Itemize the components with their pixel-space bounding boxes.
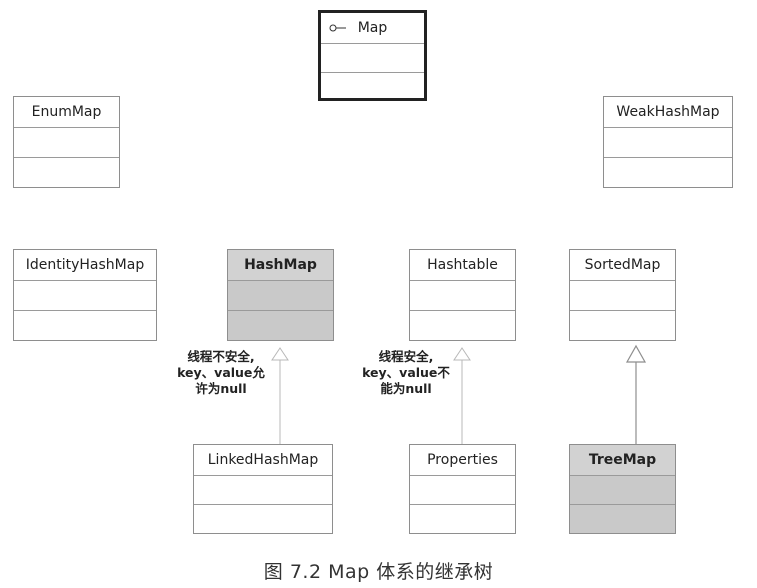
class-methods-weakhashmap [604,158,732,187]
class-box-map: Map [318,10,427,101]
arrowhead-sortedmap [625,344,647,363]
class-attributes-properties [410,476,515,505]
class-methods-hashtable [410,311,515,340]
class-attributes-sortedmap [570,281,675,311]
class-name-map: Map [321,13,424,44]
class-attributes-hashmap [228,281,333,311]
arrowhead-hashtable [453,347,471,361]
class-name-hashtable: Hashtable [410,250,515,281]
class-methods-linkedhashmap [194,505,332,533]
note-hashmap-line-1: 线程不安全, [187,349,255,364]
class-methods-enummap [14,158,119,187]
class-box-sortedmap: SortedMap [569,249,676,341]
class-label-properties: Properties [427,452,498,468]
class-label-identityhashmap: IdentityHashMap [25,257,145,273]
class-attributes-map [321,44,424,73]
note-hashtable-line-3: 能为null [380,381,432,396]
class-methods-hashmap [228,311,333,340]
class-box-linkedhashmap: LinkedHashMap [193,444,333,534]
note-hashtable-line-2: key、value不 [362,365,450,380]
figure-caption: 图 7.2 Map 体系的继承树 [263,561,494,583]
class-label-hashtable: Hashtable [427,257,498,273]
arrowhead-hashmap [271,347,289,361]
class-name-identityhashmap: IdentityHashMap [14,250,156,281]
class-name-sortedmap: SortedMap [570,250,675,281]
note-hashmap-thread-safety: 线程不安全, key、value允 许为null [166,349,276,397]
interface-lollipop-icon [329,24,346,32]
class-box-enummap: EnumMap [13,96,120,188]
class-box-hashmap: HashMap [227,249,334,341]
class-attributes-treemap [570,476,675,505]
class-box-treemap: TreeMap [569,444,676,534]
class-label-weakhashmap: WeakHashMap [616,104,720,120]
class-box-properties: Properties [409,444,516,534]
note-hashmap-line-3: 许为null [195,381,247,396]
class-label-hashmap: HashMap [244,257,317,273]
class-label-linkedhashmap: LinkedHashMap [207,452,319,468]
class-methods-map [321,73,424,98]
class-name-weakhashmap: WeakHashMap [604,97,732,128]
note-hashtable-line-1: 线程安全, [378,349,434,364]
class-box-hashtable: Hashtable [409,249,516,341]
class-attributes-identityhashmap [14,281,156,311]
class-methods-sortedmap [570,311,675,340]
class-name-treemap: TreeMap [570,445,675,476]
class-name-properties: Properties [410,445,515,476]
class-label-enummap: EnumMap [31,104,102,120]
class-attributes-weakhashmap [604,128,732,158]
class-box-weakhashmap: WeakHashMap [603,96,733,188]
class-methods-treemap [570,505,675,533]
class-label-map: Map [357,20,388,36]
class-box-identityhashmap: IdentityHashMap [13,249,157,341]
class-label-treemap: TreeMap [588,452,657,468]
class-attributes-enummap [14,128,119,158]
class-name-hashmap: HashMap [228,250,333,281]
class-attributes-hashtable [410,281,515,311]
class-attributes-linkedhashmap [194,476,332,505]
note-hashmap-line-2: key、value允 [177,365,265,380]
class-methods-properties [410,505,515,533]
note-hashtable-thread-safety: 线程安全, key、value不 能为null [356,349,456,397]
class-name-linkedhashmap: LinkedHashMap [194,445,332,476]
class-label-sortedmap: SortedMap [584,257,661,273]
class-name-enummap: EnumMap [14,97,119,128]
class-methods-identityhashmap [14,311,156,340]
